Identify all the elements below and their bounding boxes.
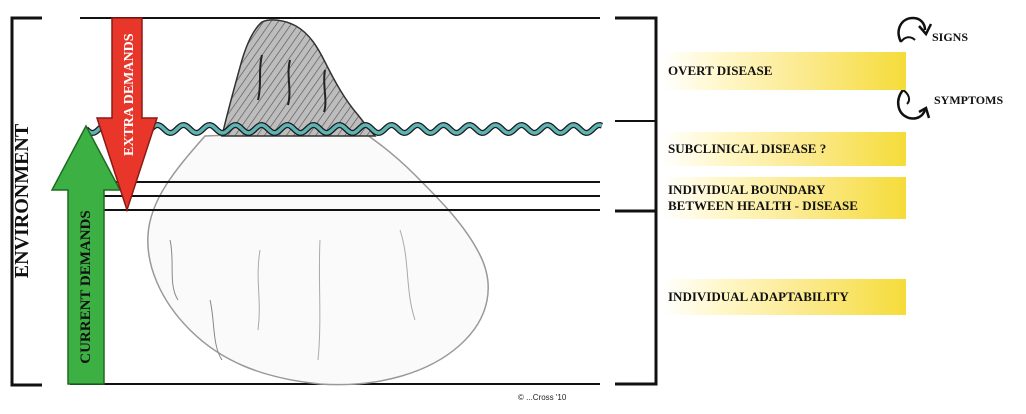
band-individual-boundary-label: INDIVIDUAL BOUNDARY BETWEEN HEALTH - DIS… [668, 182, 858, 214]
artist-signature: © ...Cross '10 [518, 393, 566, 402]
symptoms-curved-arrow-icon [898, 90, 929, 119]
band-individual-boundary-line1: INDIVIDUAL BOUNDARY [668, 182, 825, 197]
band-individual-boundary-line2: BETWEEN HEALTH - DISEASE [668, 198, 858, 213]
environment-label: ENVIRONMENT [11, 111, 33, 291]
iceberg-tip [222, 20, 375, 136]
band-individual-adaptability: INDIVIDUAL ADAPTABILITY [662, 279, 906, 315]
signs-label: SIGNS [932, 30, 968, 45]
iceberg-underwater [148, 130, 488, 385]
band-individual-boundary: INDIVIDUAL BOUNDARY BETWEEN HEALTH - DIS… [662, 177, 906, 219]
band-subclinical-disease: SUBCLINICAL DISEASE ? [662, 132, 906, 166]
band-overt-disease-label: OVERT DISEASE [668, 63, 772, 79]
band-individual-adaptability-label: INDIVIDUAL ADAPTABILITY [668, 289, 849, 305]
iceberg-tip-crevice-2 [288, 60, 290, 105]
right-bracket [615, 18, 656, 384]
symptoms-label: SYMPTOMS [934, 93, 1003, 108]
iceberg-tip-crevice-3 [324, 70, 325, 112]
extra-demands-label: EXTRA DEMANDS [122, 36, 138, 156]
band-overt-disease: OVERT DISEASE [662, 52, 906, 90]
band-subclinical-disease-label: SUBCLINICAL DISEASE ? [668, 141, 826, 157]
signs-curved-arrow-icon [899, 18, 931, 42]
current-demands-label: CURRENT DEMANDS [77, 207, 95, 367]
